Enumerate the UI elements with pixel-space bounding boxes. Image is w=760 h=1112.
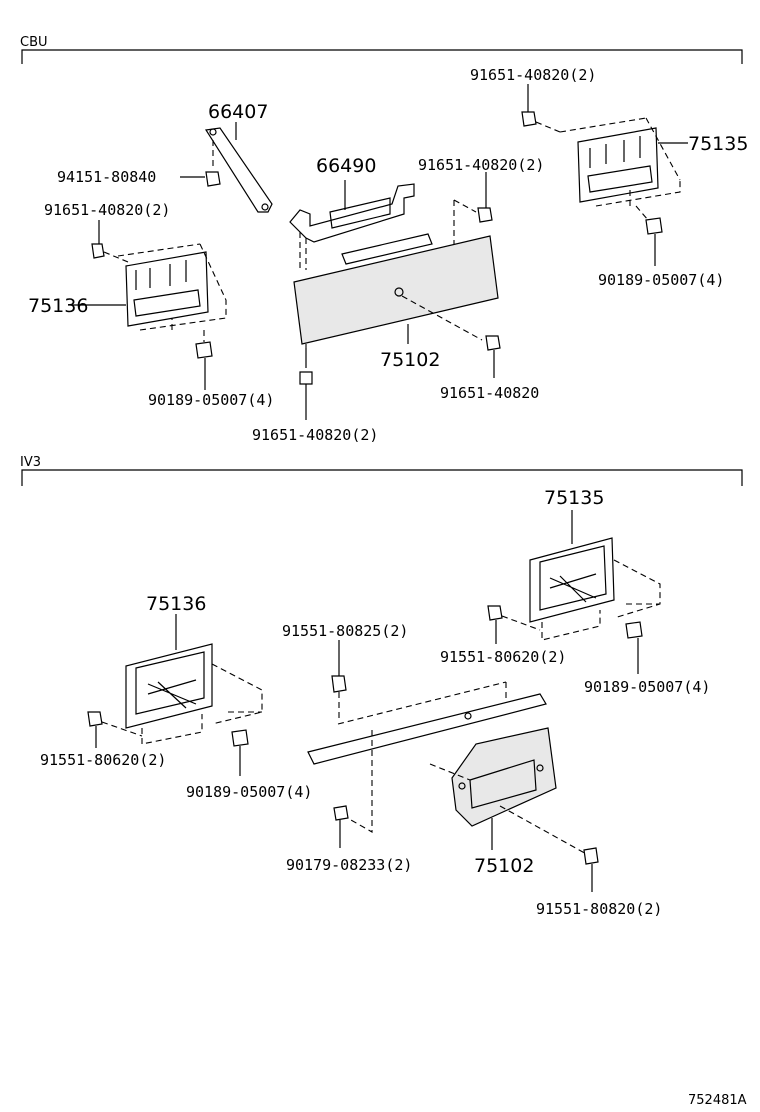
bolt-91551-80620-left	[87, 711, 143, 748]
label-75135-top: 75135	[688, 133, 748, 155]
clip-90189-bottom-left	[231, 729, 249, 776]
label-75102-top: 75102	[380, 349, 440, 371]
bolt-91651-left	[91, 220, 129, 263]
panel-75102-top	[293, 232, 499, 345]
label-66407: 66407	[208, 101, 268, 123]
bracket-75136-top	[68, 243, 227, 331]
bolt-91651-topright	[521, 84, 561, 133]
label-91651-40820-single: 91651-40820	[440, 384, 539, 402]
bracket-75135-top	[559, 117, 688, 207]
clip-90189-bottom-right	[625, 621, 643, 674]
label-66490: 66490	[316, 155, 376, 177]
label-90189-05007-right: 90189-05007(4)	[598, 271, 724, 289]
label-94151-80840: 94151-80840	[57, 168, 156, 186]
section-iv3-frame: IV3	[20, 455, 743, 486]
label-91651-40820-topright: 91651-40820(2)	[470, 66, 596, 84]
rail-bar	[307, 681, 547, 765]
stay-66407	[204, 122, 273, 213]
label-90189-05007-bottom-right: 90189-05007(4)	[584, 678, 710, 696]
label-90189-05007-bottom-left: 90189-05007(4)	[186, 783, 312, 801]
section-cbu-frame: CBU	[20, 35, 743, 64]
bolt-91651-bottom	[299, 344, 313, 420]
label-91651-40820-middle: 91651-40820(2)	[418, 156, 544, 174]
label-75136-top: 75136	[28, 295, 88, 317]
label-90189-05007-left: 90189-05007(4)	[148, 391, 274, 409]
label-75102-bottom: 75102	[474, 855, 534, 877]
label-91651-40820-bottom: 91651-40820(2)	[252, 426, 378, 444]
label-91651-40820-left: 91651-40820(2)	[44, 201, 170, 219]
section-cbu-title: CBU	[20, 35, 48, 50]
bracket-66490	[289, 180, 415, 243]
bracket-75102-bottom	[343, 727, 591, 857]
bolt-91651-middle	[453, 172, 493, 252]
clip-90189-right	[635, 205, 663, 266]
nut-90179-08233	[333, 805, 349, 848]
label-90179-08233: 90179-08233(2)	[286, 856, 412, 874]
clip-90189-left	[195, 330, 213, 390]
diagram-code: 752481A	[688, 1093, 747, 1108]
bolt-91651-single	[485, 335, 501, 378]
label-91551-80820: 91551-80820(2)	[536, 900, 662, 918]
label-91551-80825: 91551-80825(2)	[282, 622, 408, 640]
label-75136-bottom: 75136	[146, 593, 206, 615]
bracket-75136-bottom	[125, 614, 263, 745]
label-91551-80620-left: 91551-80620(2)	[40, 751, 166, 769]
bolt-91551-80620-right	[487, 605, 541, 644]
section-iv3-title: IV3	[20, 455, 41, 470]
bolt-91551-80825	[331, 640, 347, 722]
bolt-91551-80820	[583, 847, 599, 892]
bracket-75135-bottom	[529, 510, 661, 641]
label-91551-80620-right: 91551-80620(2)	[440, 648, 566, 666]
nut-94151-80840	[180, 140, 221, 187]
label-75135-bottom: 75135	[544, 487, 604, 509]
